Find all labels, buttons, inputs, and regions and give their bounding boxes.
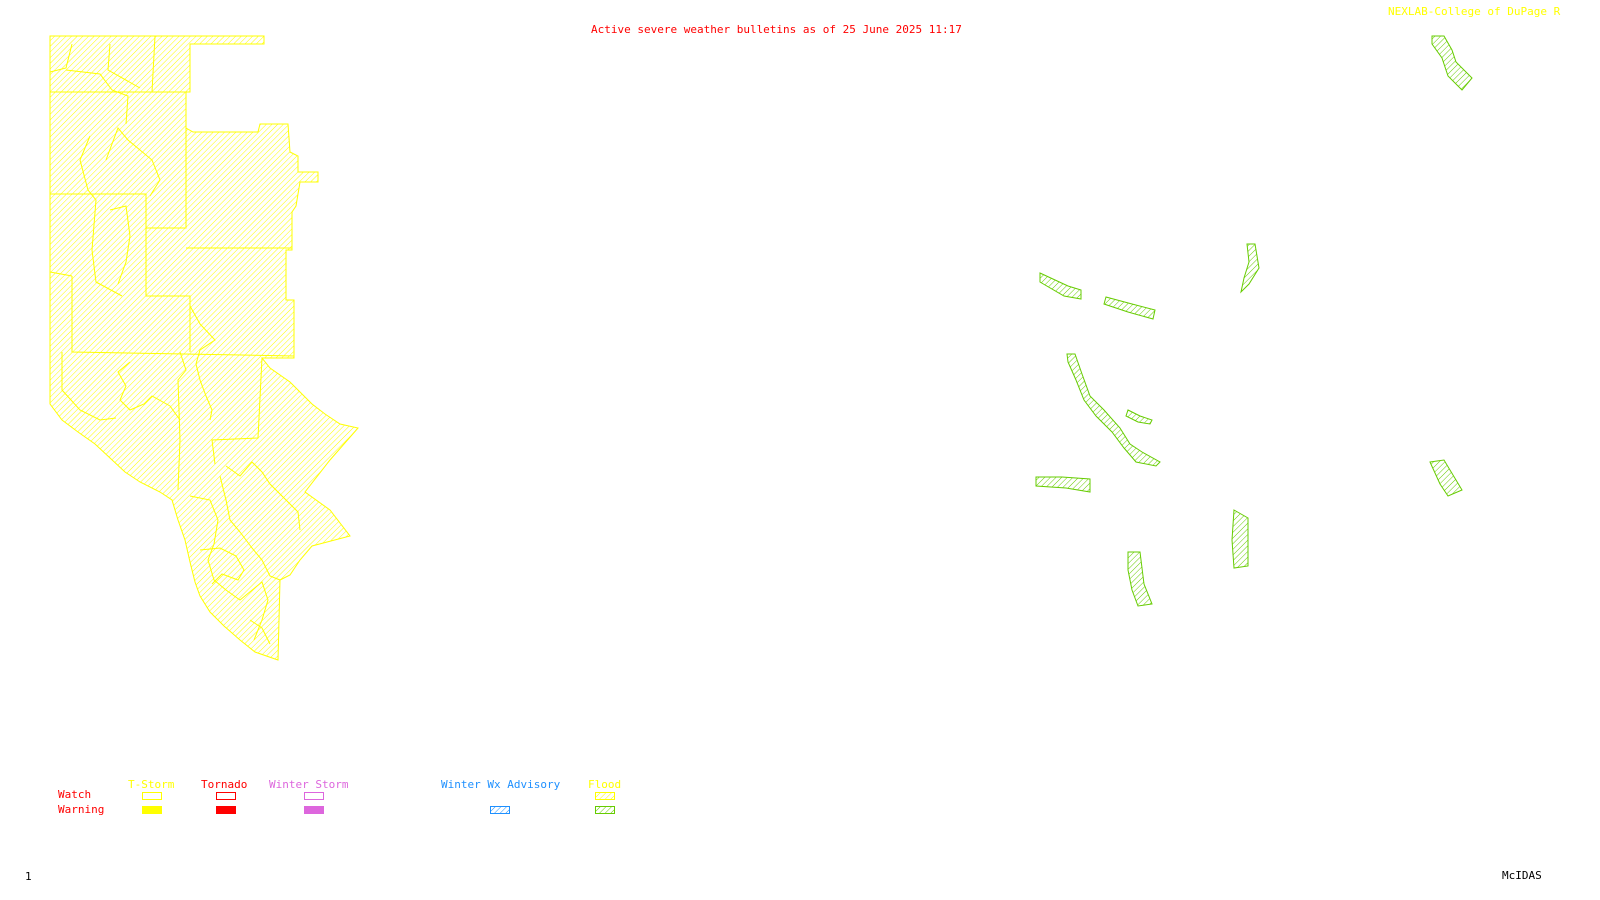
tstorm-warning-region	[49, 35, 359, 661]
legend-flood-warning	[595, 806, 615, 814]
legend-tstorm-warning	[142, 806, 162, 814]
legend-tornado-watch	[216, 792, 236, 800]
flood-warning-polygon	[1231, 509, 1249, 569]
flood-warning-polygon	[1039, 272, 1082, 300]
flood-warning-polygon	[1103, 296, 1156, 320]
legend-label-tstorm: T-Storm	[128, 778, 175, 791]
frame-number: 1	[25, 870, 32, 883]
legend-tornado-warning	[216, 806, 236, 814]
legend-row-warning: Warning	[58, 803, 105, 816]
software-label: McIDAS	[1502, 869, 1542, 882]
legend-flood-watch	[595, 792, 615, 800]
legend-label-winter-wx-advisory: Winter Wx Advisory	[441, 778, 561, 791]
flood-warning-polygon	[1429, 459, 1463, 497]
flood-warning-polygon	[1240, 243, 1260, 294]
legend-label-tornado: Tornado	[201, 778, 248, 791]
flood-warnings	[1035, 35, 1473, 607]
legend-winter-wx-advisory-swatch	[490, 806, 510, 814]
legend-label-winter-storm: Winter Storm	[269, 778, 349, 791]
flood-warning-polygon	[1066, 353, 1161, 467]
county-lines	[49, 35, 301, 645]
tstorm-warning-outline	[49, 35, 359, 661]
legend-winter-storm-warning	[304, 806, 324, 814]
legend-winter-storm-watch	[304, 792, 324, 800]
legend-tstorm-watch	[142, 792, 162, 800]
credit-label: NEXLAB-College of DuPage R	[1388, 5, 1561, 18]
flood-warning-polygon	[1125, 409, 1153, 425]
flood-warning-polygon	[1127, 551, 1153, 607]
map-title: Active severe weather bulletins as of 25…	[591, 23, 962, 36]
flood-warning-polygon	[1431, 35, 1473, 91]
legend-label-flood: Flood	[588, 778, 622, 791]
legend-row-watch: Watch	[58, 788, 92, 801]
flood-warning-polygon	[1035, 476, 1091, 493]
